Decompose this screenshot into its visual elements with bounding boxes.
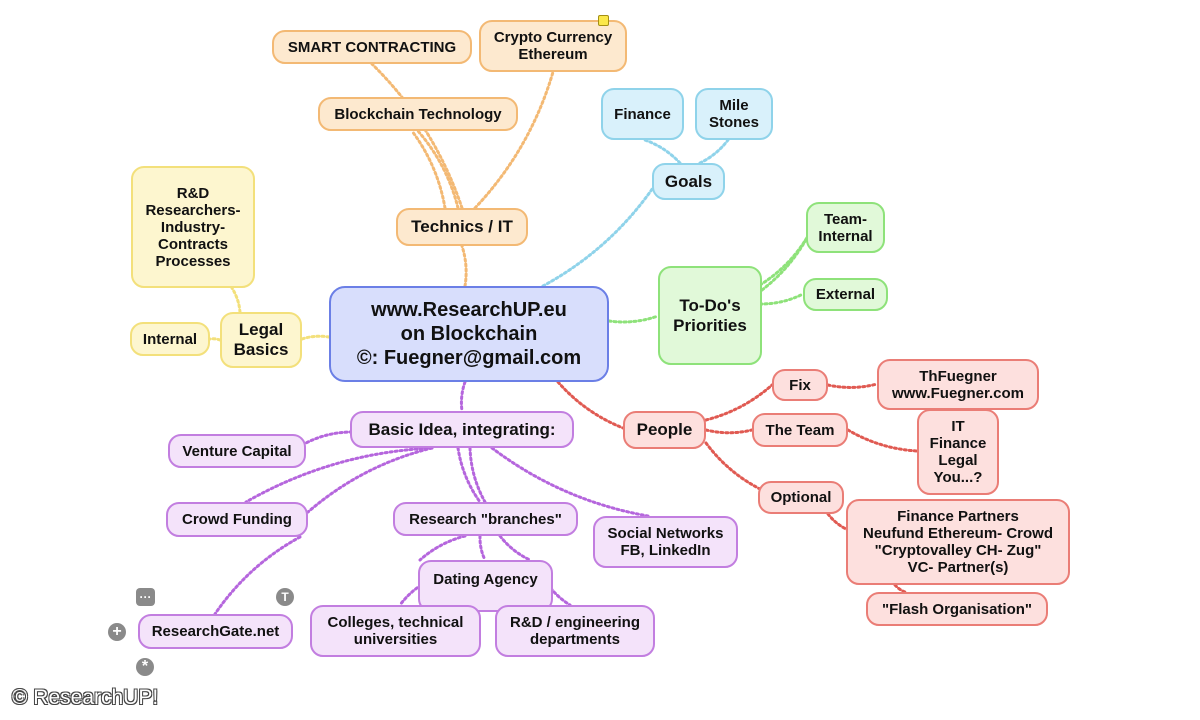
crowd-funding-node[interactable]: Crowd Funding [166, 502, 308, 537]
connector-line [541, 183, 657, 288]
connector-line [213, 535, 302, 616]
connector-line [758, 292, 805, 306]
connector-line [490, 446, 650, 518]
connector-line [704, 428, 754, 435]
connector-line [643, 138, 682, 165]
text-format-icon[interactable]: T [276, 588, 294, 606]
people-node[interactable]: People [623, 411, 706, 449]
connector-line [607, 314, 660, 324]
rd-engineering-node[interactable]: R&D / engineering departments [495, 605, 655, 657]
connector-line [760, 226, 814, 292]
crypto-currency-node[interactable]: Crypto Currency Ethereum [479, 20, 627, 72]
external-node[interactable]: External [803, 278, 888, 311]
connector-line [478, 534, 487, 562]
connector-line [418, 534, 467, 562]
connector-line [758, 234, 810, 287]
finance-partners-node[interactable]: Finance Partners Neufund Ethereum- Crowd… [846, 499, 1070, 585]
sticky-note-icon[interactable] [598, 15, 609, 26]
connector-line [698, 138, 730, 165]
research-branches-node[interactable]: Research "branches" [393, 502, 578, 536]
connector-line [306, 446, 434, 514]
connector-line [556, 380, 625, 430]
connector-line [304, 430, 354, 445]
connector-line [456, 446, 482, 504]
connector-line [826, 382, 879, 389]
connector-line [846, 428, 919, 453]
connector-line [468, 446, 487, 504]
team-internal-node[interactable]: Team- Internal [806, 202, 885, 253]
connector-line [704, 441, 764, 492]
connector-line [473, 70, 555, 210]
dating-agency-node[interactable]: Dating Agency [418, 560, 553, 612]
flash-organisation-node[interactable]: "Flash Organisation" [866, 592, 1048, 626]
more-options-icon[interactable]: ··· [136, 588, 155, 606]
connector-line [893, 583, 907, 594]
add-node-icon[interactable]: + [108, 623, 126, 641]
connector-line [244, 446, 434, 504]
basic-idea-node[interactable]: Basic Idea, integrating: [350, 411, 574, 448]
rd-researchers-node[interactable]: R&D Researchers- Industry- Contracts Pro… [131, 166, 255, 288]
connector-line [416, 129, 460, 210]
connector-line [826, 512, 850, 532]
technics-node[interactable]: Technics / IT [396, 208, 528, 246]
center-node[interactable]: www.ResearchUP.eu on Blockchain ©: Fuegn… [329, 286, 609, 382]
fix-node[interactable]: Fix [772, 369, 828, 401]
legal-basics-node[interactable]: Legal Basics [220, 312, 302, 368]
todo-priorities-node[interactable]: To-Do's Priorities [658, 266, 762, 365]
social-networks-node[interactable]: Social Networks FB, LinkedIn [593, 516, 738, 568]
goals-node[interactable]: Goals [652, 163, 725, 200]
blockchain-technology-node[interactable]: Blockchain Technology [318, 97, 518, 131]
smart-contracting-node[interactable]: SMART CONTRACTING [272, 30, 472, 64]
connector-line [704, 383, 774, 422]
the-team-node[interactable]: The Team [752, 413, 848, 447]
researchgate-node[interactable]: ResearchGate.net [138, 614, 293, 649]
finance-goal-node[interactable]: Finance [601, 88, 684, 140]
internal-node[interactable]: Internal [130, 322, 210, 356]
team-detail-node[interactable]: IT Finance Legal You...? [917, 409, 999, 495]
venture-capital-node[interactable]: Venture Capital [168, 434, 306, 468]
asterisk-icon[interactable]: * [136, 658, 154, 676]
connector-line [208, 337, 222, 342]
copyright-watermark: © ResearchUP! [12, 686, 159, 709]
connector-line [410, 129, 447, 210]
connector-line [460, 244, 468, 288]
connector-line [230, 286, 242, 314]
mile-stones-node[interactable]: Mile Stones [695, 88, 773, 140]
colleges-node[interactable]: Colleges, technical universities [310, 605, 481, 657]
connector-line [300, 334, 331, 341]
optional-node[interactable]: Optional [758, 481, 844, 514]
connector-line [459, 380, 467, 413]
connector-line [498, 534, 532, 562]
fix-detail-node[interactable]: ThFuegner www.Fuegner.com [877, 359, 1039, 410]
